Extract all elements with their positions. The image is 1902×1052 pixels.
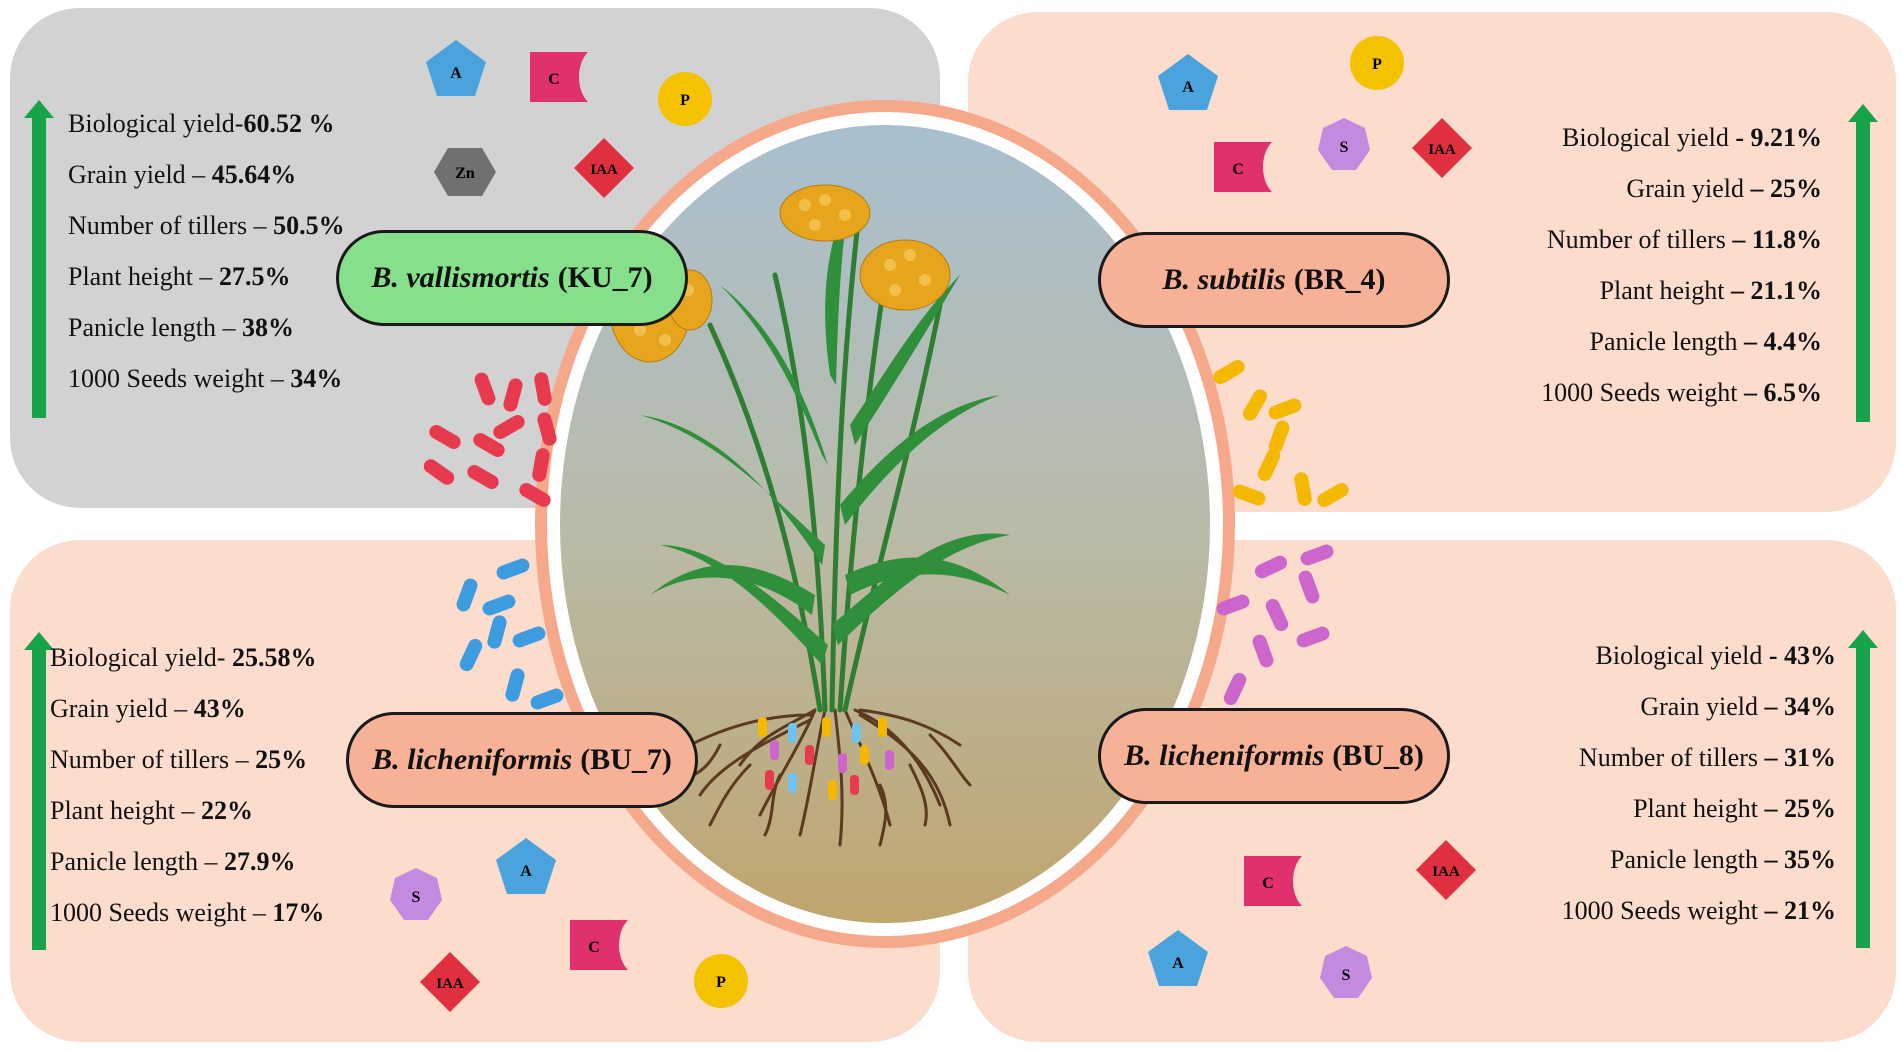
- stat-plant-height: Plant height – 27.5%: [68, 262, 291, 291]
- iaa-diamond-icon: IAA: [1416, 840, 1476, 900]
- stat-panicle-length: Panicle length – 27.9%: [50, 847, 296, 876]
- stat-biological-yield: Biological yield-60.52 %: [68, 109, 335, 138]
- svg-text:C: C: [548, 71, 560, 88]
- strain-label-br4: B. subtilis(BR_4): [1098, 232, 1450, 328]
- svg-text:A: A: [450, 65, 462, 82]
- iaa-diamond-icon: IAA: [420, 952, 480, 1012]
- svg-text:IAA: IAA: [436, 976, 464, 992]
- svg-text:S: S: [1340, 139, 1349, 156]
- stat-number-of-tillers: Number of tillers – 25%: [50, 745, 308, 774]
- c-cylinder-icon: C: [1214, 142, 1272, 192]
- stat-1000-seeds-weight: 1000 Seeds weight – 6.5%: [1541, 378, 1822, 407]
- svg-text:S: S: [412, 889, 421, 906]
- a-pentagon-icon: A: [1158, 54, 1218, 110]
- increase-arrow-top-right: [1848, 104, 1878, 422]
- strain-label-bu8: B. licheniformis(BU_8): [1098, 708, 1450, 804]
- stat-biological-yield: Biological yield - 9.21%: [1562, 123, 1822, 152]
- stat-number-of-tillers: Number of tillers – 11.8%: [1546, 225, 1822, 254]
- root-bacteria: [758, 717, 894, 800]
- iaa-diamond-icon: IAA: [1412, 118, 1472, 178]
- s-heptagon-icon: S: [390, 868, 442, 920]
- zn-hexagon-icon: Zn: [434, 148, 496, 196]
- svg-text:C: C: [1262, 875, 1274, 892]
- svg-text:A: A: [1182, 79, 1194, 96]
- svg-text:A: A: [520, 863, 532, 880]
- svg-text:IAA: IAA: [1432, 864, 1460, 880]
- stat-biological-yield: Biological yield - 43%: [1595, 641, 1836, 670]
- increase-arrow-top-left: [24, 100, 54, 418]
- stat-grain-yield: Grain yield – 34%: [1640, 692, 1836, 721]
- svg-text:P: P: [1372, 56, 1382, 73]
- stat-panicle-length: Panicle length – 38%: [68, 313, 295, 342]
- stat-plant-height: Plant height – 21.1%: [1599, 276, 1822, 305]
- p-circle-icon: P: [658, 72, 712, 126]
- stat-number-of-tillers: Number of tillers – 50.5%: [68, 211, 345, 240]
- strain-label-bu7: B. licheniformis(BU_7): [346, 712, 698, 808]
- stats-bottom-right: Biological yield - 43% Grain yield – 34%…: [1562, 630, 1836, 936]
- s-heptagon-icon: S: [1318, 118, 1370, 170]
- increase-arrow-bottom-right: [1848, 630, 1878, 948]
- roots: [678, 708, 972, 847]
- stat-panicle-length: Panicle length – 35%: [1609, 845, 1836, 874]
- stat-grain-yield: Grain yield – 25%: [1626, 174, 1822, 203]
- stat-plant-height: Plant height – 25%: [1633, 794, 1836, 823]
- strain-label-ku7: B. vallismortis(KU_7): [336, 230, 688, 326]
- iaa-diamond-icon: IAA: [574, 138, 634, 198]
- a-pentagon-icon: A: [426, 40, 486, 96]
- stat-plant-height: Plant height – 22%: [50, 796, 253, 825]
- stat-1000-seeds-weight: 1000 Seeds weight – 21%: [1561, 896, 1836, 925]
- a-pentagon-icon: A: [496, 838, 556, 894]
- svg-text:A: A: [1172, 955, 1184, 972]
- p-circle-icon: P: [1350, 36, 1404, 90]
- stat-panicle-length: Panicle length – 4.4%: [1589, 327, 1822, 356]
- stats-top-right: Biological yield - 9.21% Grain yield – 2…: [1541, 112, 1822, 418]
- s-heptagon-icon: S: [1320, 946, 1372, 998]
- svg-text:IAA: IAA: [1428, 142, 1456, 158]
- increase-arrow-bottom-left: [24, 632, 54, 950]
- svg-text:C: C: [588, 939, 600, 956]
- stats-bottom-left: Biological yield- 25.58% Grain yield – 4…: [50, 632, 324, 938]
- stat-1000-seeds-weight: 1000 Seeds weight – 17%: [50, 898, 325, 927]
- stats-top-left: Biological yield-60.52 % Grain yield – 4…: [68, 98, 345, 404]
- c-cylinder-icon: C: [1244, 856, 1302, 906]
- stat-grain-yield: Grain yield – 43%: [50, 694, 246, 723]
- stat-number-of-tillers: Number of tillers – 31%: [1578, 743, 1836, 772]
- svg-text:IAA: IAA: [590, 162, 618, 178]
- stat-grain-yield: Grain yield – 45.64%: [68, 160, 297, 189]
- svg-text:S: S: [1342, 967, 1351, 984]
- stat-1000-seeds-weight: 1000 Seeds weight – 34%: [68, 364, 343, 393]
- a-pentagon-icon: A: [1148, 930, 1208, 986]
- svg-text:P: P: [680, 92, 690, 109]
- c-cylinder-icon: C: [530, 52, 588, 102]
- svg-text:Zn: Zn: [455, 165, 475, 182]
- svg-text:P: P: [716, 974, 726, 991]
- svg-text:C: C: [1232, 161, 1244, 178]
- p-circle-icon: P: [694, 954, 748, 1008]
- c-cylinder-icon: C: [570, 920, 628, 970]
- stat-biological-yield: Biological yield- 25.58%: [50, 643, 317, 672]
- leaves: [640, 195, 1010, 665]
